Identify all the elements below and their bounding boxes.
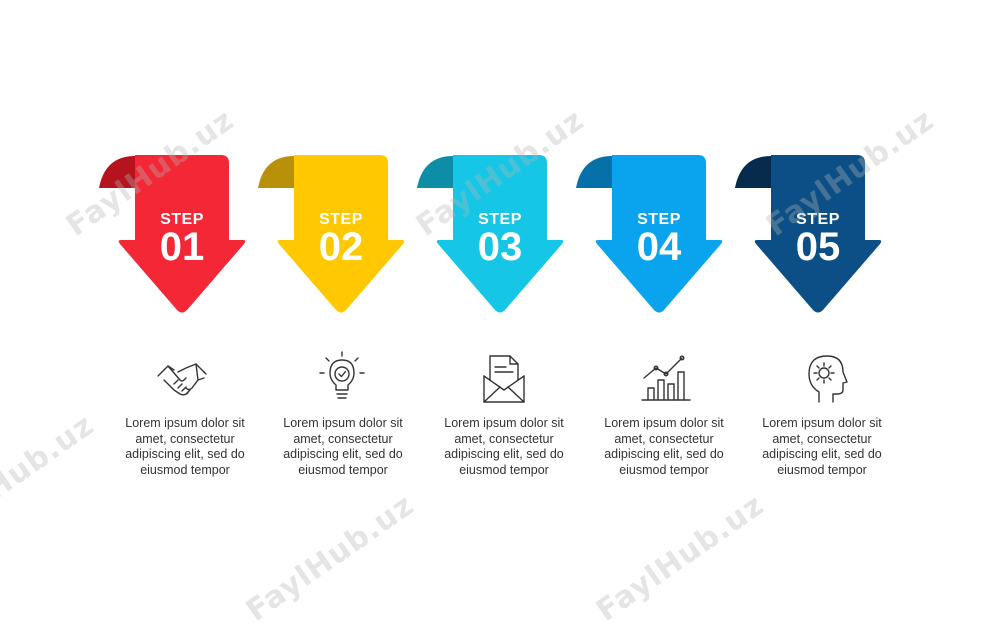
step-label: STEP [319, 211, 363, 228]
step-5: STEP 05 Lorem ipsum dolor sit amet, cons… [731, 0, 911, 562]
step-label: STEP [796, 211, 840, 228]
growth-chart-icon [638, 350, 694, 406]
watermark: FaylHub.uz [0, 407, 101, 549]
step-label: STEP [478, 211, 522, 228]
step-number: 02 [318, 225, 364, 269]
step-label: STEP [637, 211, 681, 228]
arrow-down-icon [258, 155, 405, 313]
step-number: 04 [636, 225, 682, 269]
step-1: STEP 01 Lorem ipsum dolor sit amet, cons… [95, 0, 275, 562]
step-description: Lorem ipsum dolor sit amet, consectetur … [444, 416, 564, 477]
step-number: 01 [159, 225, 205, 269]
arrow-down-icon [99, 155, 246, 313]
steps-infographic: STEP 01 Lorem ipsum dolor sit amet, cons… [0, 0, 941, 629]
lightbulb-check-icon [314, 350, 370, 406]
arrow-down-icon [417, 155, 564, 313]
step-description: Lorem ipsum dolor sit amet, consectetur … [283, 416, 403, 477]
step-label: STEP [160, 211, 204, 228]
arrow-down-icon [735, 155, 882, 313]
step-number: 03 [477, 225, 523, 269]
step-description: Lorem ipsum dolor sit amet, consectetur … [125, 416, 245, 477]
step-3: STEP 03 Lorem ipsum dolor sit amet, cons… [413, 0, 593, 562]
arrow-down-icon [576, 155, 723, 313]
envelope-letter-icon [476, 350, 532, 406]
step-description: Lorem ipsum dolor sit amet, consectetur … [604, 416, 724, 477]
step-description: Lorem ipsum dolor sit amet, consectetur … [762, 416, 882, 477]
step-2: STEP 02 Lorem ipsum dolor sit amet, cons… [254, 0, 434, 562]
step-4: STEP 04 Lorem ipsum dolor sit amet, cons… [572, 0, 752, 562]
handshake-icon [154, 350, 210, 406]
step-number: 05 [795, 225, 841, 269]
head-gear-icon [797, 350, 853, 406]
